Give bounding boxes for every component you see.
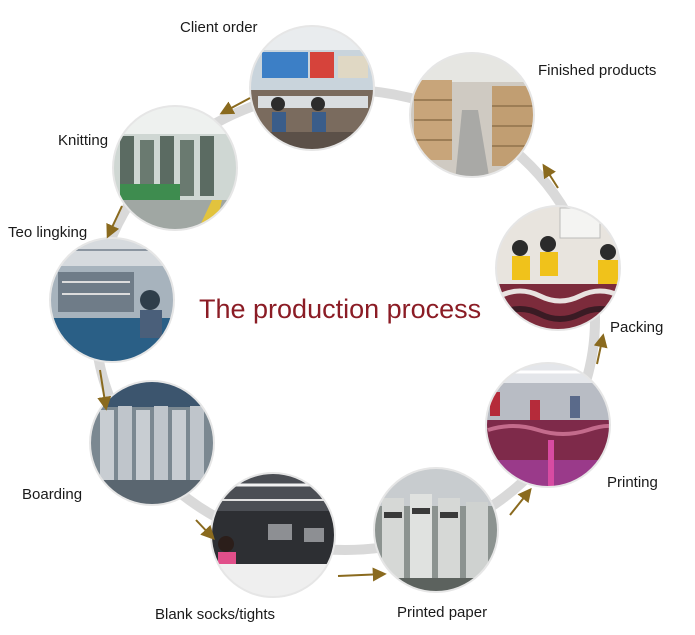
- label-finished-products: Finished products: [538, 62, 657, 79]
- arrow-knitting-to-linking: [106, 205, 123, 239]
- arrow-printing-to-packing: [593, 333, 608, 365]
- label-blank-socks: Blank socks/tights: [155, 606, 276, 623]
- label-packing: Packing: [610, 319, 664, 336]
- label-printing: Printing: [607, 474, 658, 491]
- label-boarding: Boarding: [22, 486, 83, 503]
- photo-client-order: [250, 26, 374, 150]
- arrow-boarding-to-blank: [195, 519, 215, 541]
- arrow-printed-paper-to-printing: [509, 487, 532, 516]
- label-client-order: Client order: [180, 19, 258, 36]
- photo-packing: [496, 206, 620, 330]
- label-teo-lingking: Teo lingking: [8, 224, 88, 241]
- photo-boarding: [90, 381, 214, 505]
- flow-arrows: [97, 97, 608, 582]
- arrow-client-to-knitting: [219, 97, 251, 115]
- arrow-blank-to-printed-paper: [337, 567, 387, 582]
- label-printed-paper: Printed paper: [397, 604, 488, 621]
- diagram-title: The production process: [199, 294, 482, 324]
- label-knitting: Knitting: [58, 132, 109, 149]
- arrow-linking-to-boarding: [97, 369, 112, 411]
- arrow-packing-to-finished: [542, 163, 559, 189]
- photo-outlines: [49, 25, 621, 598]
